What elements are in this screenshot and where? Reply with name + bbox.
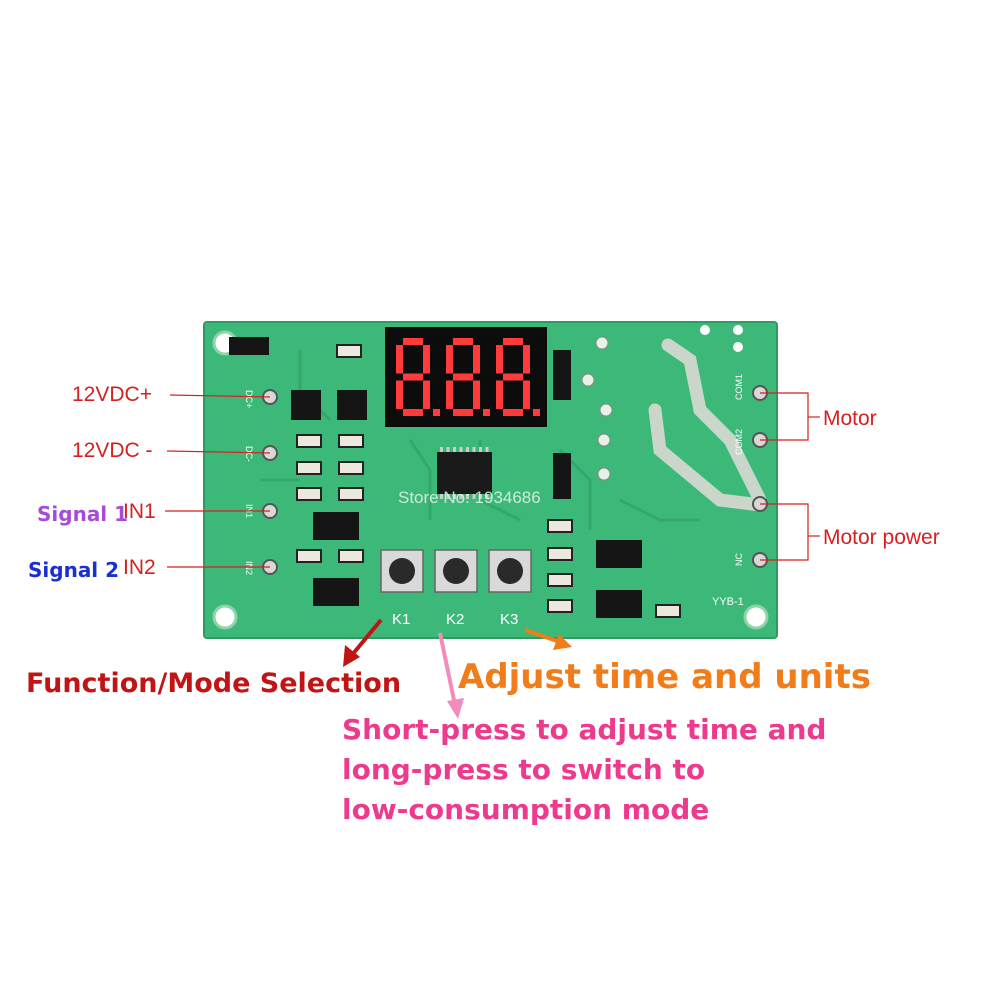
smd-part xyxy=(655,604,681,618)
button-k1 xyxy=(380,549,424,593)
display-segment xyxy=(496,380,503,409)
ic-pin xyxy=(446,494,450,499)
display-segment xyxy=(423,345,430,374)
tactile-buttons xyxy=(380,549,532,593)
display-segment xyxy=(453,338,473,345)
display-segment xyxy=(396,345,403,374)
display-segment xyxy=(446,345,453,374)
silk-k3: K3 xyxy=(500,611,518,628)
callout-short-press-line-1: Short-press to adjust time and xyxy=(342,713,827,746)
right-bracket-lines xyxy=(760,392,820,561)
display-segment xyxy=(503,373,523,381)
store-watermark: Store No: 1934686 xyxy=(398,488,541,507)
label-signal-2: Signal 2 xyxy=(28,558,120,582)
display-segment xyxy=(473,345,480,374)
callout-short-press: Short-press to adjust time and long-pres… xyxy=(342,710,942,830)
display-segment xyxy=(523,380,530,409)
ic-pin xyxy=(446,447,450,452)
callout-short-press-line-2: long-press to switch to xyxy=(342,753,706,786)
ic-pin xyxy=(485,447,489,452)
arrow-adjust xyxy=(524,628,572,650)
display-segment xyxy=(473,380,480,409)
display-decimal-point xyxy=(433,409,440,416)
display-segment xyxy=(496,345,503,374)
smd-part xyxy=(338,549,364,563)
ic-pin xyxy=(453,447,456,452)
left-leader-lines xyxy=(165,394,271,568)
label-motor: Motor xyxy=(823,407,877,430)
ic-pin xyxy=(459,447,463,452)
smd-part xyxy=(338,461,364,475)
ic-pin xyxy=(440,447,443,452)
ic-pin xyxy=(459,494,463,499)
label-12vdc-minus: 12VDC - xyxy=(72,439,153,462)
ic-pin xyxy=(440,494,443,499)
label-in1: IN1 xyxy=(123,500,156,523)
silk-k2: K2 xyxy=(446,611,464,628)
smd-part xyxy=(547,519,573,533)
smd-part xyxy=(296,461,322,475)
display-segment xyxy=(396,380,403,409)
silk-k1: K1 xyxy=(392,611,410,628)
ic-pin xyxy=(479,447,482,452)
ic-chip xyxy=(437,447,492,499)
silk-com2: COM2 xyxy=(734,429,744,455)
display-segment xyxy=(403,338,423,345)
silk-model: YYB-1 xyxy=(712,596,744,608)
silk-com1: COM1 xyxy=(734,374,744,400)
display-segment xyxy=(403,373,423,381)
smd-part xyxy=(547,599,573,613)
ic-pin xyxy=(472,494,476,499)
ic-pin xyxy=(479,494,482,499)
smd-part xyxy=(338,487,364,501)
silk-dc-plus: DC+ xyxy=(244,390,254,408)
ic-pin xyxy=(466,494,469,499)
button-k3 xyxy=(488,549,532,593)
smd-part xyxy=(547,547,573,561)
callout-function-mode: Function/Mode Selection xyxy=(26,668,402,699)
silk-nc: NC xyxy=(734,553,744,566)
display-segment xyxy=(446,380,453,409)
button-k2 xyxy=(434,549,478,593)
label-signal-1: Signal 1 xyxy=(37,502,129,526)
ic-pin xyxy=(485,494,489,499)
label-12vdc-plus: 12VDC+ xyxy=(72,383,152,406)
ic-pin xyxy=(472,447,476,452)
relay-trace xyxy=(648,338,767,512)
callout-adjust: Adjust time and units xyxy=(458,657,871,697)
smd-part xyxy=(547,573,573,587)
ic-pin xyxy=(453,494,456,499)
smd-part xyxy=(296,487,322,501)
smd-part xyxy=(296,549,322,563)
seven-segment-display xyxy=(385,327,547,427)
smd-components xyxy=(296,344,681,618)
arrow-function-mode xyxy=(343,618,383,667)
display-segment xyxy=(453,409,473,416)
callout-short-press-line-3: low-consumption mode xyxy=(342,793,710,826)
smd-part xyxy=(336,344,362,358)
smd-part xyxy=(338,434,364,448)
display-segment xyxy=(523,345,530,374)
display-segment xyxy=(423,380,430,409)
display-decimal-point xyxy=(533,409,540,416)
display-segment xyxy=(453,373,473,381)
display-decimal-point xyxy=(483,409,490,416)
display-segment xyxy=(503,409,523,416)
display-segment xyxy=(503,338,523,345)
arrow-short-press xyxy=(438,632,464,719)
display-segment xyxy=(403,409,423,416)
label-in2: IN2 xyxy=(123,556,156,579)
silk-dc-minus: DC- xyxy=(244,446,254,462)
label-motor-power: Motor power xyxy=(823,526,940,549)
smd-part xyxy=(296,434,322,448)
optocouplers xyxy=(229,337,642,618)
ic-pin xyxy=(466,447,469,452)
silk-in2: IN2 xyxy=(244,561,254,575)
